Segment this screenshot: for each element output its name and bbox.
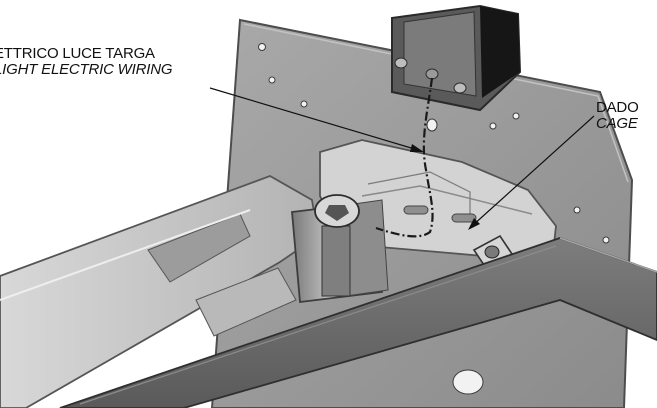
leader-arrowhead-wiring bbox=[410, 144, 424, 152]
callout-nut-italian: DADO bbox=[596, 99, 639, 116]
cable-gland bbox=[425, 68, 439, 80]
screw-head bbox=[453, 82, 467, 94]
mudguard-strap bbox=[59, 237, 657, 408]
pivot-block bbox=[291, 194, 389, 322]
plate-hole bbox=[300, 100, 308, 108]
callout-wiring-english: LIGHT ELECTRIC WIRING bbox=[0, 61, 173, 78]
hex-socket bbox=[325, 205, 349, 221]
plate-hole bbox=[426, 118, 438, 132]
callout-nut-english: CAGE bbox=[596, 115, 638, 132]
leader-line-nut bbox=[471, 115, 595, 227]
bracket-slot bbox=[403, 205, 429, 215]
callout-wiring: ETTRICO LUCE TARGA LIGHT ELECTRIC WIRING bbox=[0, 45, 173, 78]
leader-line-wiring bbox=[209, 87, 419, 151]
plate-hole bbox=[573, 206, 581, 214]
electric-wire bbox=[375, 77, 434, 238]
callout-wiring-italian: ETTRICO LUCE TARGA bbox=[0, 45, 155, 62]
plate-hole bbox=[512, 112, 520, 120]
plate-hole-large bbox=[452, 369, 484, 395]
plate-holes bbox=[258, 43, 613, 395]
cage-nut bbox=[472, 234, 514, 270]
plate-hole bbox=[489, 122, 497, 130]
screw-head bbox=[394, 57, 408, 69]
plate-hole bbox=[258, 43, 266, 51]
swing-arm bbox=[0, 175, 319, 408]
leader-arrowhead-nut bbox=[468, 218, 480, 230]
light-housing bbox=[391, 4, 522, 112]
plate-hole bbox=[268, 76, 276, 84]
callout-cage-nut: DADO CAGE bbox=[596, 100, 639, 132]
plate-hole bbox=[602, 236, 610, 244]
bracket-slot bbox=[451, 213, 477, 223]
